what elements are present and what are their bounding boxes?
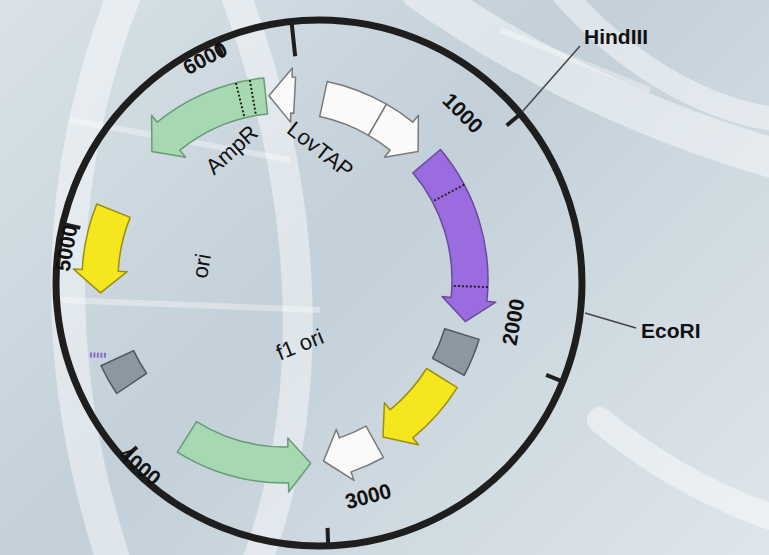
leader-line	[585, 313, 636, 328]
feature-hatch	[90, 352, 107, 358]
lovtap-arrow	[413, 150, 496, 322]
feature-box	[433, 329, 480, 376]
helix-rung	[60, 300, 320, 310]
position-number: 4000	[115, 443, 164, 489]
position-number: 3000	[343, 480, 394, 512]
site-label: EcoRI	[641, 320, 701, 341]
plasmid-ring	[56, 20, 582, 546]
feature-arrow	[269, 68, 296, 122]
site-label: HindIII	[584, 26, 648, 47]
dotted-mark	[250, 80, 256, 115]
feature-arrow	[177, 422, 310, 492]
tick-mark	[507, 114, 521, 126]
feature-arrow	[324, 426, 384, 480]
tick-mark	[292, 21, 296, 56]
position-number: 1000	[439, 89, 487, 137]
dotted-mark	[452, 286, 488, 287]
ori-arrow	[73, 204, 130, 293]
dotted-mark	[236, 83, 245, 118]
position-number: 2000	[499, 297, 528, 347]
feature-box	[101, 351, 147, 394]
tick-mark	[326, 528, 331, 546]
helix-strand	[600, 420, 769, 520]
feature-arrow	[369, 104, 419, 157]
dotted-mark	[432, 185, 464, 202]
feature-label: ori	[189, 252, 215, 280]
helix-strand	[420, 0, 769, 160]
leader-line	[522, 46, 580, 112]
helix-strand	[560, 0, 769, 120]
position-number: 6000	[179, 38, 230, 78]
f1-ori-arrow	[383, 369, 457, 445]
tick-mark	[546, 375, 563, 382]
helix-strand	[68, 0, 130, 555]
